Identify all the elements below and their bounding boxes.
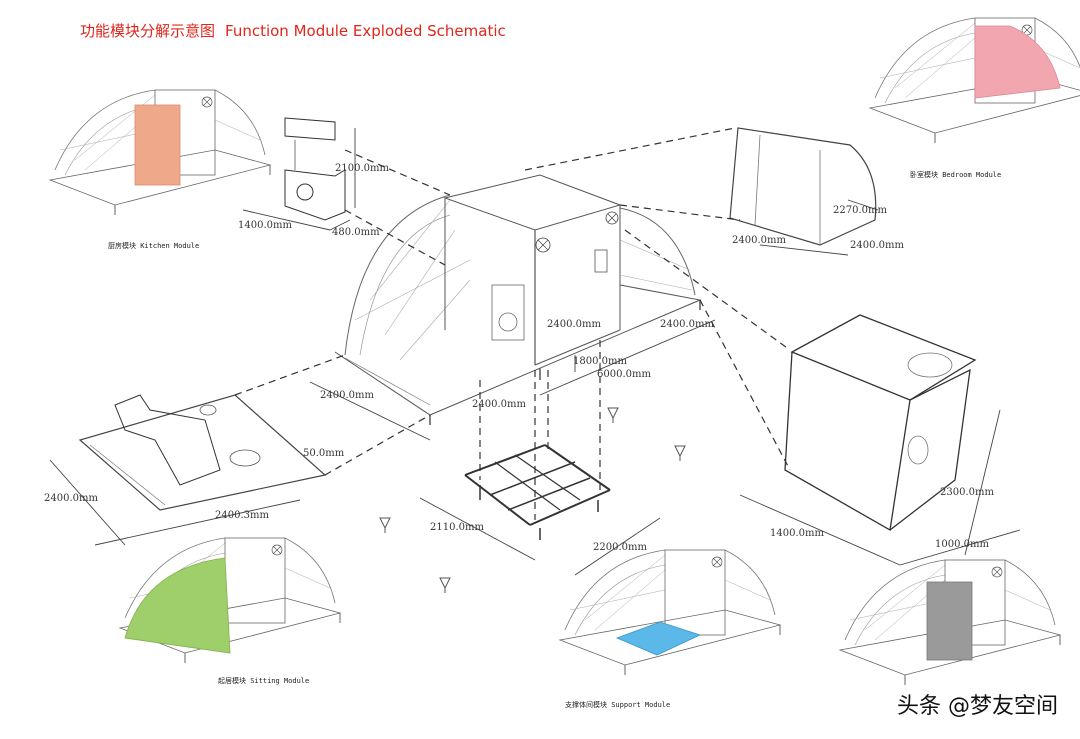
dimension-label: 2400.3mm [215,510,269,521]
support-module-view [559,549,781,676]
support-module-caption: 支撑体间模块 Support Module [565,701,671,709]
dimension-label: 2300.0mm [940,487,994,498]
dimension-label: 2400.0mm [660,319,714,330]
dimension-label: 2110.0mm [430,522,484,533]
watermark: 头条 @梦友空间 [897,694,1058,719]
bedroom-module-view [869,17,1080,144]
dimension-label: 2100.0mm [335,163,389,174]
dimension-label: 2400.0mm [44,493,98,504]
bath-box [784,314,977,532]
dimension-label: 50.0mm [303,448,345,459]
diagram-title: 功能模块分解示意图 Function Module Exploded Schema… [80,20,506,41]
bedroom-module-caption: 卧室模块 Bedroom Module [910,171,1002,179]
bedroom-shell [729,127,877,246]
support-highlight [615,621,702,656]
dimension-label: 1400.0mm [770,528,824,539]
dimension-label: 2400.0mm [547,319,601,330]
explode-lines [234,127,791,520]
title-english: Function Module Exploded Schematic [225,22,506,40]
dimension-label: 6000.0mm [597,369,651,380]
dimension-label: 2400.0mm [320,390,374,401]
dimension-label: 2270.0mm [833,205,887,216]
support-frame [464,444,611,540]
bath-module-view [839,559,1061,686]
kitchen-module-caption: 厨房模块 Kitchen Module [108,242,200,250]
kitchen-cabinet [284,117,346,221]
bedroom-highlight [974,25,1061,99]
kitchen-module-view [49,89,271,216]
dimension-label: 1000.0mm [935,539,989,550]
central-assembly [334,174,702,425]
sitting-highlight [124,557,231,654]
title-chinese: 功能模块分解示意图 [80,22,216,40]
sitting-floor [78,394,327,511]
bath-highlight [926,581,973,661]
dimension-label: 2400.0mm [472,399,526,410]
sitting-module-view [119,537,341,664]
sitting-module-caption: 起居模块 Sitting Module [218,677,310,685]
kitchen-highlight [134,104,181,186]
dimension-label: 2400.0mm [850,240,904,251]
dimension-label: 480.0mm [332,227,380,238]
dimension-label: 2400.0mm [732,235,786,246]
support-legs [379,407,686,593]
dimension-label: 1800.0mm [573,356,627,367]
dimension-label: 1400.0mm [238,220,292,231]
dimension-label: 2200.0mm [593,542,647,553]
dimension-lines [49,128,1021,576]
